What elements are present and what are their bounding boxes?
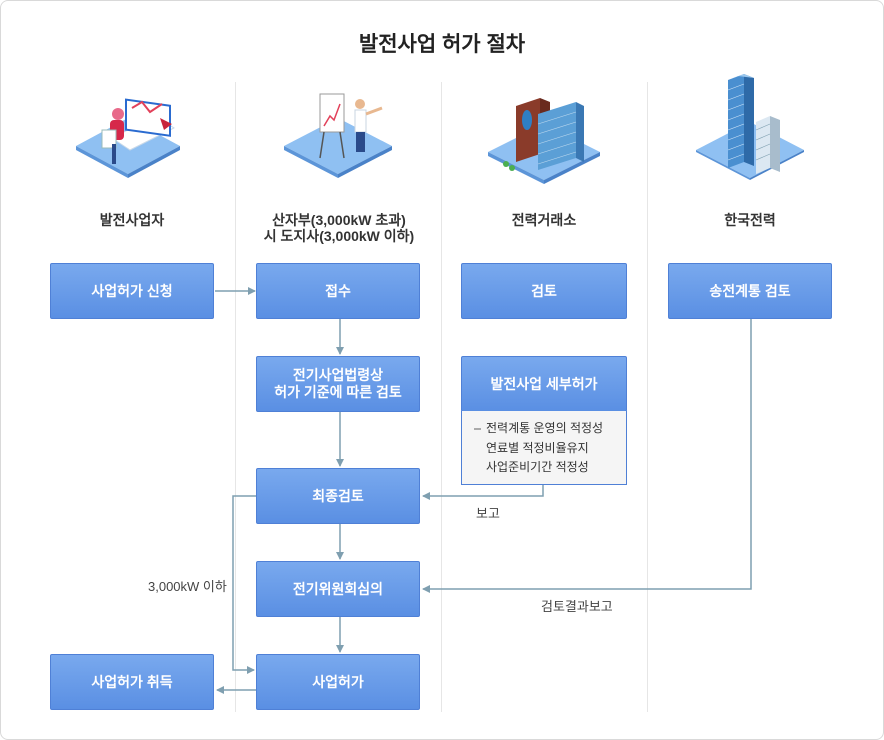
criteria-item-text: 연료별 적정비율유지 [486, 440, 589, 455]
column-label-kepco: 한국전력 [724, 212, 776, 228]
review-result-report-note: 검토결과보고 [541, 599, 613, 614]
law-review-label-line1: 전기사업법령상 [292, 367, 384, 383]
committee-label: 전기위원회심의 [292, 580, 384, 597]
receive-label: 접수 [325, 282, 351, 299]
column-divider [441, 82, 442, 712]
final-review-box: 최종검토 [256, 468, 420, 524]
committee-box: 전기위원회심의 [256, 561, 420, 617]
arrow-bypass-under-3000 [232, 495, 257, 674]
diagram-title: 발전사업 허가 절차 [358, 33, 526, 56]
law-review-label-line2: 허가 기준에 따른 검토 [274, 384, 402, 400]
permit-box: 사업허가 [256, 654, 420, 710]
acquire-permit-box: 사업허가 취득 [50, 654, 214, 710]
detail-permit-label: 발전사업 세부허가 [490, 375, 598, 392]
criteria-item: 전력계통 운영의 적정성 [472, 419, 626, 439]
grid-review-label: 송전계통 검토 [709, 282, 791, 299]
kpx-review-label: 검토 [531, 282, 557, 299]
apply-permit-box: 사업허가 신청 [50, 263, 214, 319]
dash-icon [474, 428, 481, 430]
apply-permit-label: 사업허가 신청 [91, 282, 173, 299]
criteria-item: 사업준비기간 적정성 [472, 458, 626, 478]
criteria-item: 연료별 적정비율유지 [472, 439, 626, 459]
detail-permit-criteria: 전력계통 운영의 적정성 연료별 적정비율유지 사업준비기간 적정성 [461, 411, 627, 485]
business-person-icon [76, 98, 180, 178]
permit-label: 사업허가 [312, 673, 364, 690]
arrow-kpx-report [422, 485, 544, 500]
final-review-label: 최종검토 [312, 487, 364, 504]
skyscraper-icon [696, 74, 804, 180]
law-review-box: 전기사업법령상 허가 기준에 따른 검토 [256, 356, 420, 412]
column-label-ministry-line1: 산자부(3,000kW 초과) [272, 212, 406, 228]
grid-review-box: 송전계통 검토 [668, 263, 832, 319]
kpx-review-box: 검토 [461, 263, 627, 319]
criteria-item-text: 전력계통 운영의 적정성 [486, 421, 604, 435]
office-building-icon [488, 98, 600, 184]
column-divider [235, 82, 236, 712]
under-3000kw-note: 3,000kW 이하 [148, 579, 227, 594]
column-label-generator: 발전사업자 [99, 212, 165, 228]
detail-permit-box: 발전사업 세부허가 [461, 356, 627, 412]
column-divider [647, 82, 648, 712]
report-note: 보고 [476, 506, 500, 521]
criteria-item-text: 사업준비기간 적정성 [486, 460, 589, 474]
presenter-icon [284, 93, 392, 178]
receive-box: 접수 [256, 263, 420, 319]
column-label-ministry-line2: 시 도지사(3,000kW 이하) [263, 228, 415, 244]
arrow-kepco-report [422, 319, 752, 593]
column-label-kpx: 전력거래소 [511, 212, 577, 228]
acquire-permit-label: 사업허가 취득 [91, 673, 173, 690]
